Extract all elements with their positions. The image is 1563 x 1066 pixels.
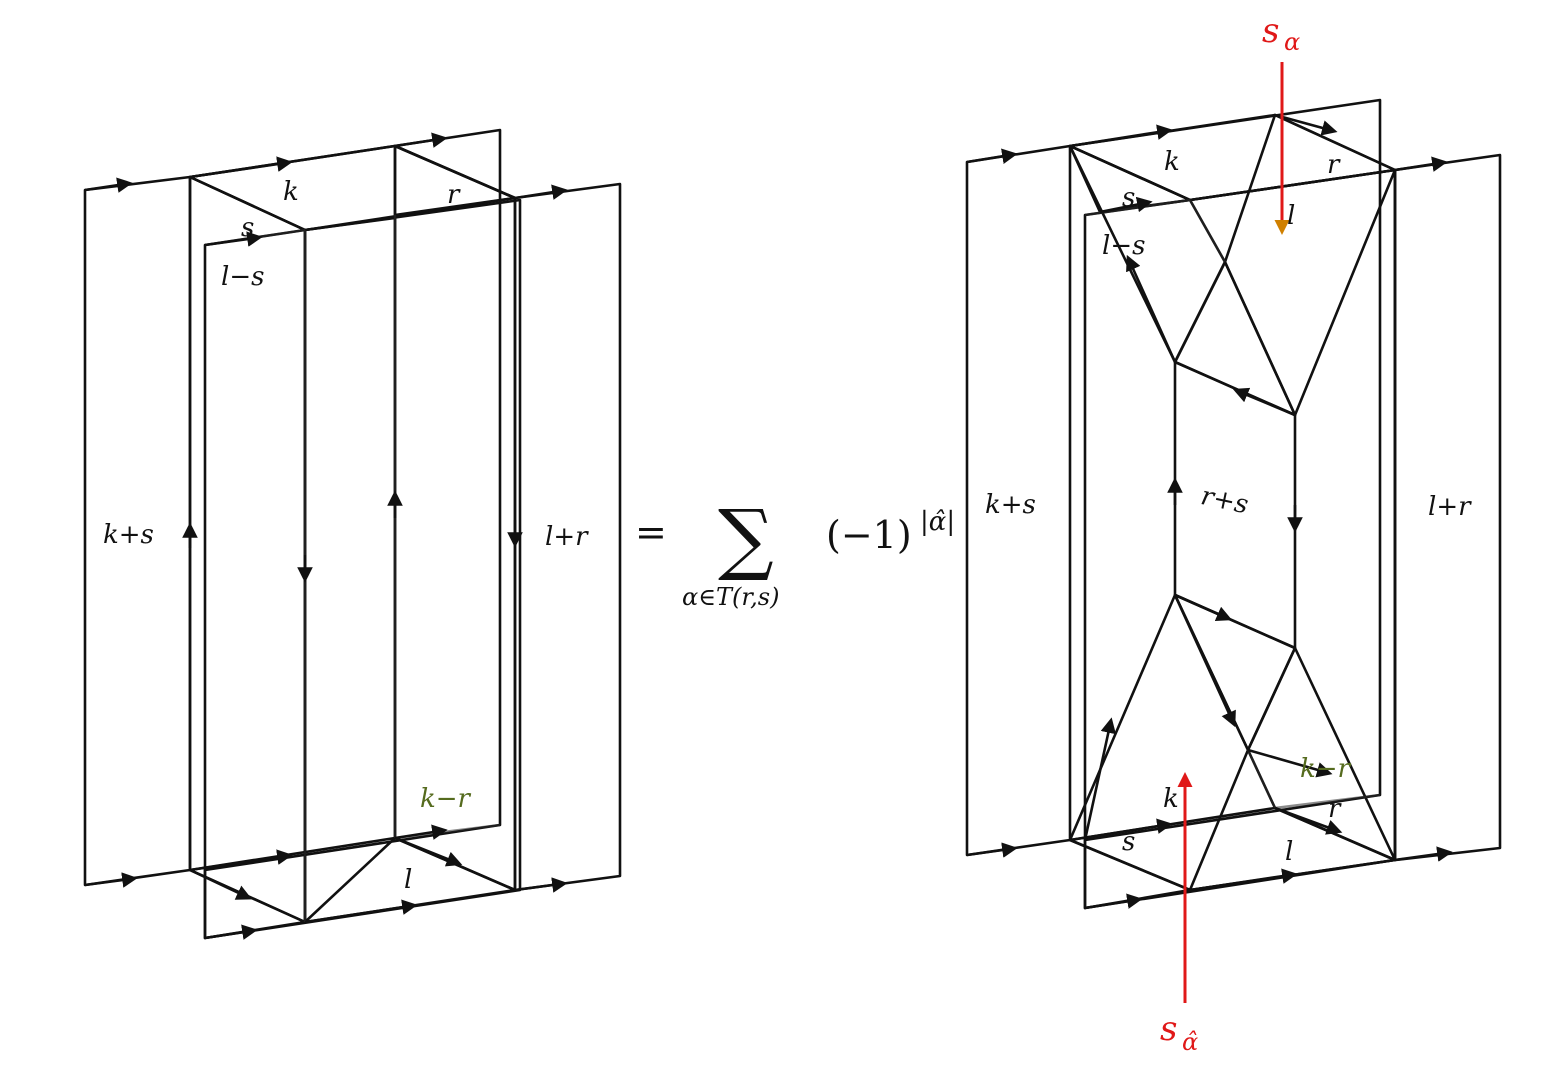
right-label-k-plus-s: k+s [985, 490, 1036, 520]
right-label-s-bottom: s [1122, 827, 1135, 857]
left-label-s-top: s [241, 213, 254, 243]
left-label-k-minus-r: k−r [420, 784, 472, 814]
left-brown-facet [203, 228, 307, 940]
left-green-facet [393, 144, 517, 892]
right-label-k-minus-r: k−r [1300, 754, 1352, 784]
right-foam: s α k r s l l−s k+s r+s l+r k−r k r s l … [965, 11, 1502, 1056]
sum-index-set: α∈T(r,s) [682, 583, 780, 611]
right-yellow-bottom [1068, 806, 1397, 892]
left-label-l-minus-s: l−s [221, 262, 264, 292]
sign-exponent: |α̂| [920, 507, 955, 537]
right-label-r-top: r [1327, 150, 1341, 180]
right-label-r-plus-s: r+s [1198, 481, 1251, 520]
sign-factor: (−1) [826, 513, 912, 557]
equation: = ∑ α∈T(r,s) (−1) |α̂| [635, 494, 955, 611]
right-green-top [1223, 113, 1397, 417]
right-label-l-minus-s: l−s [1102, 231, 1145, 261]
right-label-r-bottom: r [1328, 794, 1342, 824]
right-olive-lower [1173, 593, 1297, 752]
right-edge-arrows [966, 113, 1453, 910]
left-label-l-plus-r: l+r [545, 522, 589, 552]
right-olive-upper [1173, 260, 1297, 417]
left-yellow-bottom [188, 836, 517, 924]
left-foam: k r s l−s k+s l+r k−r l [83, 128, 622, 940]
right-label-l-top: l [1287, 201, 1295, 231]
right-label-s-alpha-top: s [1262, 11, 1279, 51]
right-red-sheet-right [1393, 153, 1502, 862]
sum-symbol: ∑ [718, 494, 774, 584]
right-brown-upper [1068, 144, 1227, 364]
left-yellow-facet [303, 216, 397, 924]
left-back-peach-sheet [188, 128, 522, 940]
right-label-s-alphahat-bottom-sub: α̂ [1182, 1028, 1198, 1056]
left-label-k-top: k [283, 177, 299, 207]
right-label-l-bottom: l [1285, 837, 1293, 867]
right-label-s-top: s [1122, 183, 1135, 213]
right-brown-lower [1068, 593, 1250, 892]
left-yellow-top [188, 144, 517, 232]
left-edge-arrows [84, 132, 568, 940]
equals-sign: = [635, 510, 667, 554]
right-label-s-alpha-top-sub: α [1284, 28, 1300, 56]
left-label-k-plus-s: k+s [103, 520, 154, 550]
right-label-k-bottom: k [1163, 784, 1179, 814]
left-label-l-bottom: l [404, 865, 412, 895]
right-label-k-top: k [1164, 147, 1180, 177]
right-yellow-top [1068, 113, 1397, 202]
left-red-sheet-right [513, 182, 622, 892]
right-label-s-alphahat-bottom: s [1160, 1009, 1177, 1049]
right-label-l-plus-r: l+r [1428, 492, 1472, 522]
left-label-r-top: r [447, 180, 461, 210]
